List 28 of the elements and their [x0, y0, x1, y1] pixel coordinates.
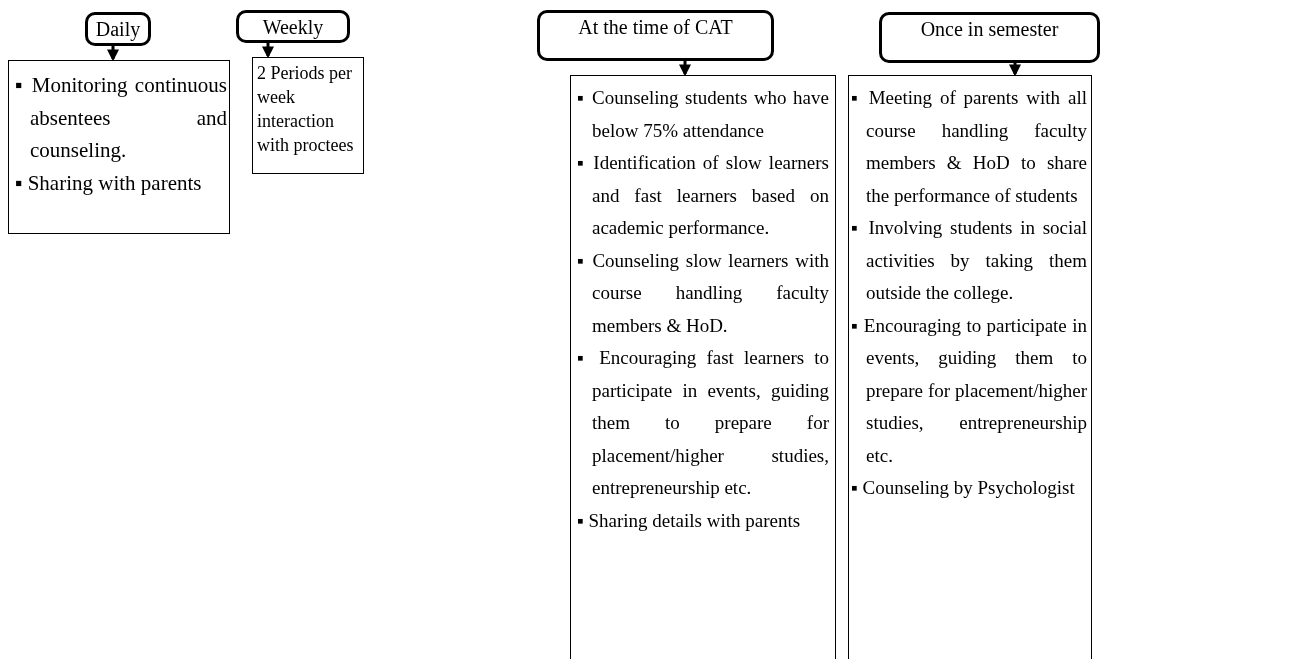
arrow: [107, 46, 119, 62]
header-label: Weekly: [262, 16, 324, 38]
bullet-item: ▪ Monitoring continuous absentees and counseling.: [15, 72, 227, 164]
bullet-item: ▪ Encouraging fast learners to participate in events, guiding them to prepare for placement/higher studies, entrepreneurship etc.: [577, 346, 829, 500]
bullet-item: ▪ Encouraging to participate in events, guiding them to prepare for placement/higher studies, entrepreneurship etc.: [851, 313, 1087, 468]
bullet-item: ▪ Identification of slow learners and fast learners based on academic performance.: [577, 151, 829, 240]
bullet-item: ▪ Involving students in social activities by taking them outside the college.: [851, 216, 1087, 305]
body-text: 2 Periods per week interaction with proctees: [257, 63, 354, 155]
bullet-item: ▪ Counseling students who have below 75% attendance: [577, 86, 829, 143]
arrow: [262, 43, 274, 59]
bullet-item: ▪ Sharing details with parents: [577, 508, 802, 533]
header-box: [236, 10, 350, 43]
header-box: [879, 12, 1100, 63]
bullet-item: ▪ Sharing with parents: [15, 169, 203, 197]
header-box: [85, 12, 151, 46]
header-label: Once in semester: [920, 18, 1059, 40]
list-box: [570, 75, 836, 659]
list-box: [848, 75, 1092, 659]
bullet-item: ▪ Counseling slow learners with course handling faculty members & HoD.: [577, 248, 829, 338]
bullet-item: ▪ Counseling by Psychologist: [851, 476, 1076, 500]
text-box: [252, 57, 364, 174]
header-label: Daily: [95, 18, 141, 40]
arrow: [1009, 63, 1021, 77]
header-label: At the time of CAT: [578, 16, 733, 38]
header-box: [537, 10, 774, 61]
bullet-item: ▪ Meeting of parents with all course handling faculty members & HoD to share the performance of students: [851, 86, 1087, 208]
list-box: [8, 60, 230, 234]
arrow: [679, 61, 691, 77]
